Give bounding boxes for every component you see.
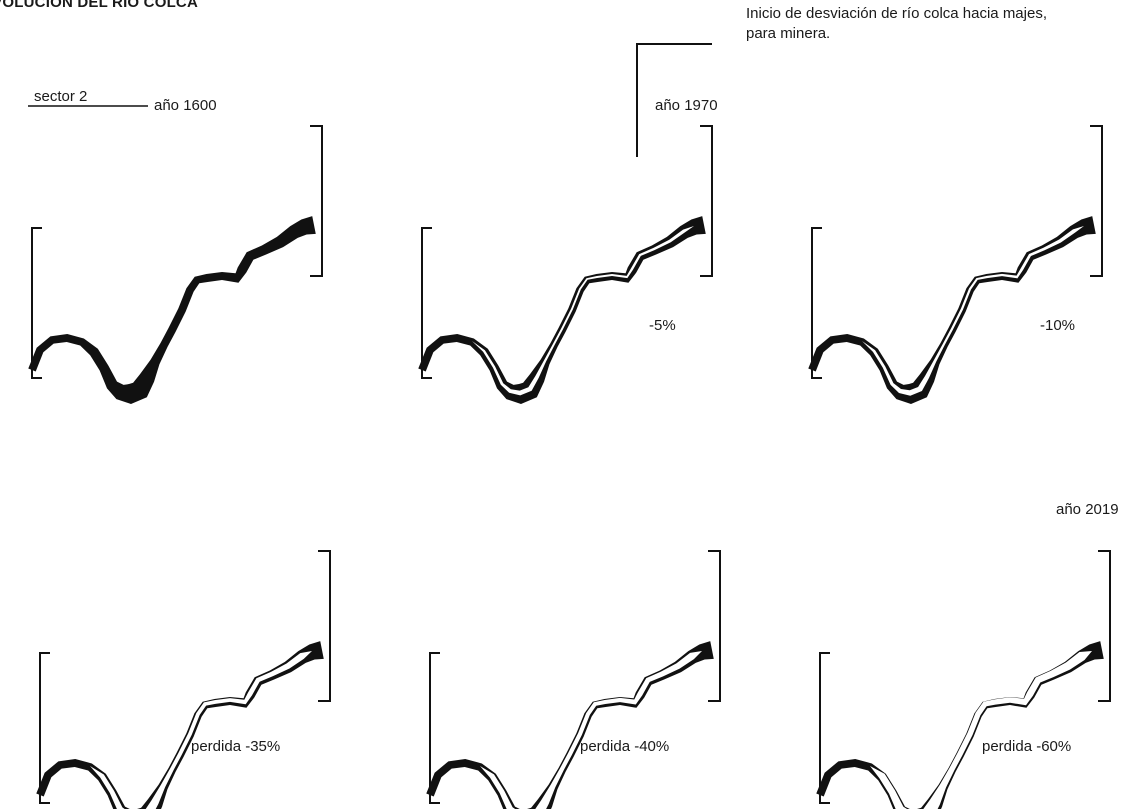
loss-label-panel-5: perdida -40%	[580, 738, 670, 755]
left-bracket	[429, 652, 440, 804]
river-body	[36, 641, 324, 809]
diagram-title: EVOLUCION DEL RIO COLCA	[0, 0, 198, 11]
river-body	[816, 641, 1104, 809]
right-bracket	[1090, 125, 1103, 277]
river-channel	[36, 550, 331, 809]
right-bracket	[700, 125, 713, 277]
annotation-text: Inicio de desviación de río colca hacia …	[746, 5, 1047, 42]
river-body	[28, 216, 316, 404]
river-loss-gap	[812, 224, 1094, 396]
year-label-2019: año 2019	[1056, 501, 1119, 518]
river-channel	[418, 125, 713, 404]
left-bracket	[421, 227, 432, 379]
right-bracket	[1098, 550, 1111, 702]
right-bracket	[310, 125, 323, 277]
river-loss-gap	[40, 649, 322, 809]
left-bracket	[811, 227, 822, 379]
river-channel	[808, 125, 1103, 404]
river-channel	[28, 125, 323, 404]
year-label-1600: año 1600	[154, 97, 217, 114]
river-channel	[816, 550, 1111, 809]
year-label-1970: año 1970	[655, 97, 718, 114]
loss-label-panel-4: perdida -35%	[191, 738, 281, 755]
river-channel	[426, 550, 721, 809]
right-bracket	[318, 550, 331, 702]
right-bracket	[708, 550, 721, 702]
river-loss-gap	[430, 649, 712, 809]
sector-label: sector 2	[34, 88, 88, 105]
left-bracket	[39, 652, 50, 804]
loss-label-panel-2: -5%	[649, 317, 676, 334]
loss-label-panel-3: -10%	[1040, 317, 1076, 334]
river-loss-gap	[820, 649, 1102, 809]
river-body	[418, 216, 706, 404]
left-bracket	[819, 652, 830, 804]
river-loss-gap	[422, 224, 704, 396]
left-bracket	[31, 227, 42, 379]
loss-label-panel-6: perdida -60%	[982, 738, 1072, 755]
river-body	[426, 641, 714, 809]
